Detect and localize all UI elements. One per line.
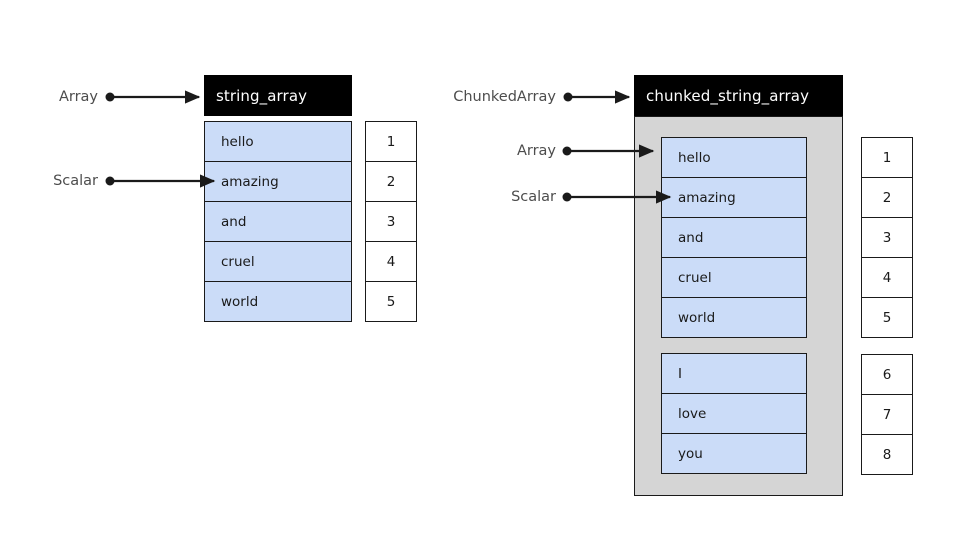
value-cell: hello xyxy=(661,137,807,179)
string-array-header: string_array xyxy=(204,75,352,116)
value-cell-label: and xyxy=(221,213,247,230)
index-cell: 8 xyxy=(861,434,913,476)
callout-text: ChunkedArray xyxy=(453,89,556,105)
connector-array-left xyxy=(105,90,201,104)
callout-label-array-left: Array xyxy=(0,90,98,105)
index-cell-label: 5 xyxy=(386,293,396,310)
index-cell-label: 3 xyxy=(882,229,892,246)
value-cell-label: hello xyxy=(221,133,254,150)
value-cell: world xyxy=(204,281,352,323)
value-cell-label: world xyxy=(221,293,259,310)
value-cell: amazing xyxy=(661,177,807,219)
index-cell-label: 6 xyxy=(882,366,892,383)
value-cell-label: you xyxy=(678,445,703,462)
index-cell: 1 xyxy=(861,137,913,179)
index-cell-label: 1 xyxy=(386,133,396,150)
connector-chunkedarray xyxy=(563,90,631,104)
index-cell: 4 xyxy=(365,241,417,283)
index-cell: 6 xyxy=(861,354,913,396)
index-cell-label: 3 xyxy=(386,213,396,230)
index-cell: 7 xyxy=(861,394,913,436)
index-cell: 3 xyxy=(365,201,417,243)
callout-label-array-right: Array xyxy=(390,144,556,159)
chunk-0-index-column: 1 2 3 4 5 xyxy=(861,137,913,339)
value-cell: love xyxy=(661,393,807,435)
index-cell: 5 xyxy=(861,297,913,339)
value-cell-label: I xyxy=(678,365,682,382)
index-cell-label: 4 xyxy=(386,253,396,270)
index-cell: 5 xyxy=(365,281,417,323)
value-cell: cruel xyxy=(204,241,352,283)
value-cell: world xyxy=(661,297,807,339)
value-cell: hello xyxy=(204,121,352,163)
index-cell-label: 7 xyxy=(882,406,892,423)
callout-label-scalar-right: Scalar xyxy=(390,190,556,205)
value-cell-label: amazing xyxy=(221,173,279,190)
callout-label-scalar-left: Scalar xyxy=(0,174,98,189)
value-cell: I xyxy=(661,353,807,395)
callout-label-chunkedarray: ChunkedArray xyxy=(390,90,556,105)
index-cell-label: 4 xyxy=(882,269,892,286)
index-cell: 2 xyxy=(861,177,913,219)
index-cell-label: 2 xyxy=(386,173,396,190)
chunked-string-array-header: chunked_string_array xyxy=(634,75,843,116)
value-cell-label: cruel xyxy=(678,269,712,286)
chunk-1: I love you xyxy=(661,353,807,475)
string-array-value-column: hello amazing and cruel world xyxy=(204,121,352,323)
value-cell-label: world xyxy=(678,309,716,326)
string-array-title: string_array xyxy=(216,86,308,105)
value-cell: you xyxy=(661,433,807,475)
value-cell-label: amazing xyxy=(678,189,736,206)
chunk-1-index-column: 6 7 8 xyxy=(861,354,913,476)
value-cell: cruel xyxy=(661,257,807,299)
value-cell-label: love xyxy=(678,405,707,422)
index-cell: 4 xyxy=(861,257,913,299)
value-cell: amazing xyxy=(204,161,352,203)
index-cell-label: 2 xyxy=(882,189,892,206)
connector-scalar-left xyxy=(105,174,216,188)
chunk-0: hello amazing and cruel world xyxy=(661,137,807,339)
value-cell-label: and xyxy=(678,229,704,246)
callout-text: Array xyxy=(58,89,98,105)
callout-text: Array xyxy=(516,143,556,159)
index-cell-label: 1 xyxy=(882,149,892,166)
string-array-index-column: 1 2 3 4 5 xyxy=(365,121,417,323)
index-cell-label: 8 xyxy=(882,446,892,463)
value-cell-label: cruel xyxy=(221,253,255,270)
value-cell: and xyxy=(661,217,807,259)
chunked-string-array-title: chunked_string_array xyxy=(646,86,810,105)
value-cell-label: hello xyxy=(678,149,711,166)
index-cell-label: 5 xyxy=(882,309,892,326)
index-cell: 3 xyxy=(861,217,913,259)
callout-text: Scalar xyxy=(511,189,556,205)
value-cell: and xyxy=(204,201,352,243)
index-cell: 1 xyxy=(365,121,417,163)
callout-text: Scalar xyxy=(53,173,98,189)
